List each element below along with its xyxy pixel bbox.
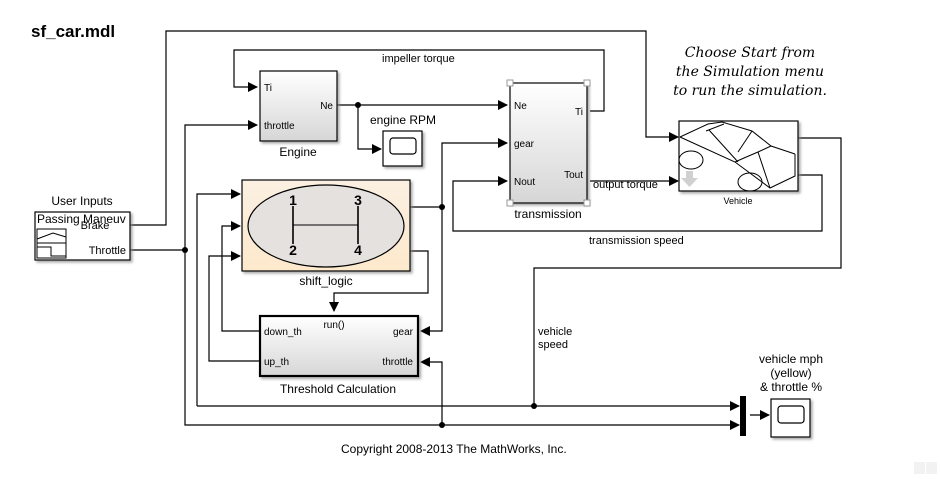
transmission-port-ti: Ti [575,107,583,118]
down-arrow-icon [681,171,698,187]
signal-down-th[interactable] [221,221,260,332]
shift-logic-label: shift_logic [299,274,352,288]
branch-dot [531,403,537,409]
threshold-calculation-label: Threshold Calculation [280,382,396,396]
user-inputs-label: User Inputs [51,194,112,208]
signal-speed-to-shift-logic[interactable] [196,189,241,406]
brake-port: Brake [81,220,110,232]
threshold-calculation-block[interactable]: run() down_th up_th gear throttle Thresh… [258,314,420,396]
transmission-block[interactable]: Ne gear Nout Ti Tout transmission [506,79,591,221]
signal-gear[interactable] [410,138,508,208]
engine-port-ti: Ti [264,83,272,94]
scope-label-line1: vehicle mph [759,352,823,366]
branch-dot [182,247,188,253]
signal-gear-to-threshold[interactable] [420,207,443,336]
signal-up-th[interactable] [208,251,260,362]
model-title: sf_car.mdl [31,22,116,41]
signal-transmission-speed[interactable] [452,174,823,232]
simulation-instructions-note: Choose Start from the Simulation menu to… [660,44,840,101]
vehicle-mph-scope[interactable]: vehicle mph (yellow) & throttle % [759,352,823,438]
signal-vehicle-speed[interactable] [533,137,842,406]
user-inputs-block[interactable]: User Inputs Brake Passing Maneuv Throttl… [34,194,131,261]
passing-maneuver-title: Passing Maneuv [37,212,126,226]
impeller-torque-label: impeller torque [382,53,455,65]
vehicle-speed-label-1: vehicle [538,326,572,338]
engine-port-throttle: throttle [264,121,295,132]
vehicle-block[interactable]: Vehicle [678,120,799,206]
selection-handles[interactable] [506,79,591,207]
transmission-port-gear: gear [514,139,535,150]
signal-builder-icon [36,228,67,259]
signal-throttle-to-threshold[interactable] [420,357,443,425]
gear-2: 2 [289,242,297,258]
note-line-2: the Simulation menu [675,64,825,80]
threshold-trigger-run: run() [323,320,344,331]
shift-logic-block[interactable]: 1 2 3 4 shift_logic [241,179,411,288]
signal-brake[interactable] [130,30,679,226]
car-icon [678,121,796,192]
engine-port-ne: Ne [320,101,333,112]
engine-block[interactable]: Ti throttle Ne Engine [259,70,338,159]
resize-grip[interactable] [913,461,937,474]
signal-ne-to-rpm-scope[interactable] [357,105,382,154]
threshold-port-down-th: down_th [264,327,302,338]
transmission-port-ne: Ne [514,101,527,112]
transmission-label: transmission [514,207,581,221]
branch-dot [355,102,361,108]
threshold-port-throttle: throttle [382,357,413,368]
output-torque-label: output torque [593,179,658,191]
signal-throttle-to-engine[interactable] [184,120,258,250]
throttle-port: Throttle [89,245,126,257]
gear-3: 3 [354,192,362,208]
signal-lines [130,30,842,430]
engine-rpm-scope[interactable]: engine RPM [370,113,436,167]
engine-rpm-label: engine RPM [370,113,436,127]
transmission-port-nout: Nout [514,177,535,188]
note-line-3: to run the simulation. [673,83,827,99]
branch-points [182,102,537,428]
threshold-port-gear: gear [393,327,414,338]
scope-label-line2: (yellow) [770,366,811,380]
signal-impeller-torque[interactable] [233,49,605,112]
vehicle-label: Vehicle [723,196,752,206]
gear-1: 1 [289,192,297,208]
engine-label: Engine [279,145,317,159]
scope-label-line3: & throttle % [760,380,822,394]
transmission-speed-label: transmission speed [589,235,684,247]
signal-run-trigger[interactable] [329,250,429,312]
gear-shift-pattern-icon [292,206,359,244]
scope-icon [389,137,417,155]
mux-block[interactable] [740,396,746,436]
gear-4: 4 [354,242,362,258]
note-line-1: Choose Start from [684,45,816,61]
transmission-port-tout: Tout [564,170,583,181]
copyright-text: Copyright 2008-2013 The MathWorks, Inc. [341,442,567,456]
signal-throttle-to-mux[interactable] [184,250,740,430]
branch-dot [439,204,445,210]
vehicle-speed-label-2: speed [538,339,568,351]
scope-icon [777,405,805,424]
threshold-port-up-th: up_th [264,357,289,368]
branch-dot [439,422,445,428]
